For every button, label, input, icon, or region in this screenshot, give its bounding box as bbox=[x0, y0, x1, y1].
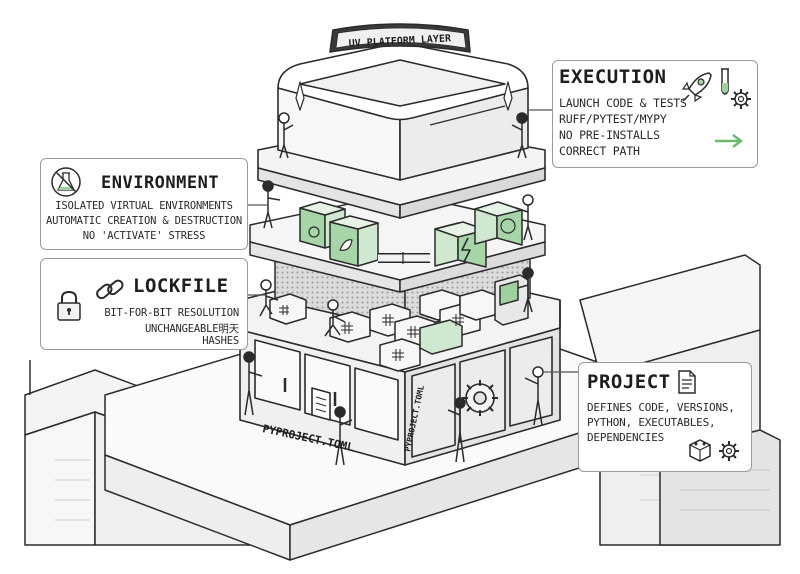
tower-execution-layer bbox=[257, 23, 546, 219]
execution-line-2: RUFF/PYTEST/MYPY bbox=[559, 112, 667, 126]
execution-line-1: LAUNCH CODE & TESTS bbox=[559, 96, 687, 110]
tower-banner-label: UV PLATFORM LAYER bbox=[348, 33, 452, 49]
environment-title: ENVIRONMENT bbox=[101, 173, 220, 193]
callout-leaders bbox=[248, 109, 578, 373]
environment-line-3: NO 'ACTIVATE' STRESS bbox=[82, 230, 206, 242]
lockfile-line-2: UNCHANGEABLE明天 bbox=[144, 323, 239, 335]
project-line-1: DEFINES CODE, VERSIONS, bbox=[587, 401, 735, 414]
environment-line-2: AUTOMATIC CREATION & DESTRUCTION bbox=[46, 215, 242, 227]
project-callout: PROJECT DEFINES CODE, VERSIONS, PYTHON, … bbox=[578, 362, 752, 472]
gear-icon bbox=[731, 89, 751, 109]
execution-line-3: NO PRE-INSTALLS bbox=[559, 128, 660, 142]
tower-lockfile-layer bbox=[269, 254, 531, 372]
execution-line-4: CORRECT PATH bbox=[559, 144, 640, 158]
execution-title: EXECUTION bbox=[559, 66, 667, 88]
no-flask-icon bbox=[51, 167, 81, 197]
arrow-right-icon bbox=[715, 134, 744, 148]
padlock-icon bbox=[57, 290, 81, 321]
lockfile-line-3: HASHES bbox=[202, 335, 239, 347]
chain-link-icon bbox=[96, 279, 124, 300]
lockfile-title: LOCKFILE bbox=[133, 275, 229, 297]
project-line-2: PYTHON, EXECUTABLES, bbox=[587, 416, 716, 429]
environment-line-1: ISOLATED VIRTUAL ENVIRONMENTS bbox=[55, 200, 233, 212]
document-icon bbox=[678, 370, 696, 394]
rocket-icon bbox=[681, 72, 712, 103]
gear-icon bbox=[719, 441, 739, 461]
worker-figures bbox=[243, 112, 544, 466]
project-title: PROJECT bbox=[587, 371, 671, 393]
project-line-3: DEPENDENCIES bbox=[587, 431, 665, 444]
package-block-icon bbox=[689, 439, 711, 462]
lockfile-callout: LOCKFILE BIT-FOR-BIT RESOLUTION UNCHANGE… bbox=[40, 258, 248, 350]
test-tube-icon bbox=[721, 68, 729, 95]
lockfile-line-1: BIT-FOR-BIT RESOLUTION bbox=[104, 307, 239, 319]
execution-callout: EXECUTION LAUNCH CODE & TESTS RUFF/PYTES… bbox=[552, 60, 758, 168]
environment-callout: ENVIRONMENT ISOLATED VIRTUAL ENVIRONMENT… bbox=[40, 158, 248, 250]
